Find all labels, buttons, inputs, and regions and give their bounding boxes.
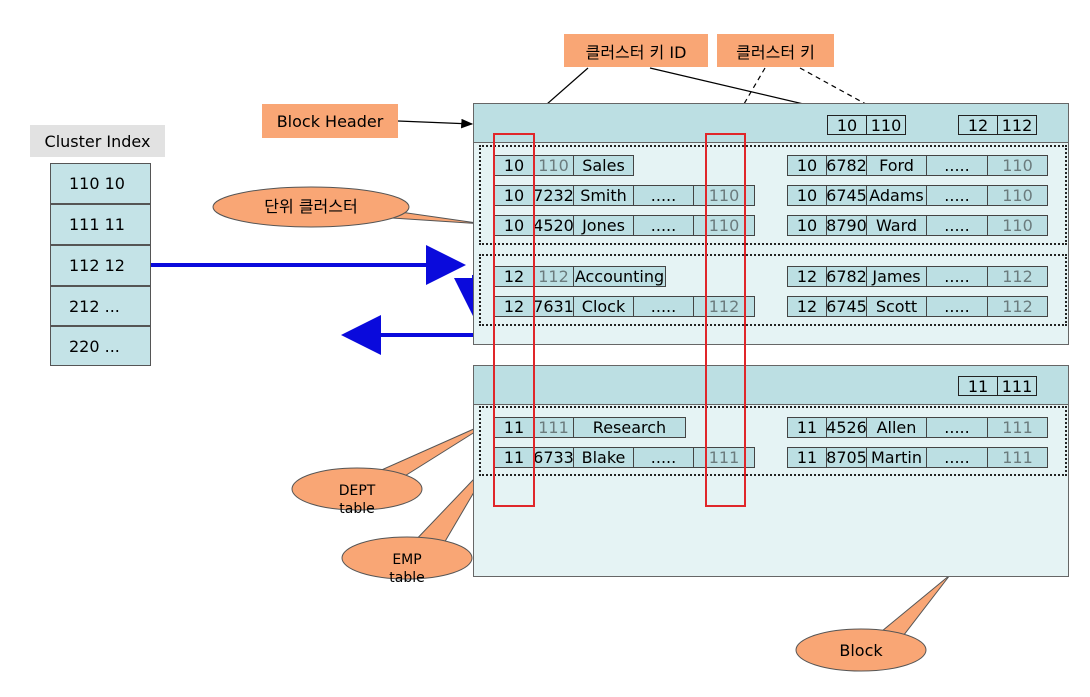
key-arrow-left xyxy=(726,67,766,135)
dept-deptno: 11 xyxy=(494,417,534,438)
cluster-index-row: 212 ... xyxy=(50,286,151,326)
emp-etc: ..... xyxy=(633,185,694,206)
cluster-index-row: 110 10 xyxy=(50,163,151,204)
cluster-key-text: 클러스터 키 xyxy=(736,42,815,62)
cluster-key-column-highlight xyxy=(705,133,746,507)
emp-ellipse xyxy=(341,536,473,580)
emp-etc: ..... xyxy=(926,266,988,287)
dept-ellipse xyxy=(291,467,423,511)
emp-cluster-key: 112 xyxy=(987,266,1048,287)
emp-ename: Allen xyxy=(866,417,927,438)
emp-etc: ..... xyxy=(633,215,694,236)
dept-dname: Research xyxy=(573,417,686,438)
emp-empno: 6782 xyxy=(826,266,867,287)
cluster-key-callout: 클러스터 키 xyxy=(717,34,834,67)
dept-id: 110 xyxy=(533,155,574,176)
dept-table-label: DEPT table xyxy=(292,480,422,520)
emp-etc: ..... xyxy=(926,417,988,438)
block-header-text: Block Header xyxy=(276,111,384,131)
emp-ename: Scott xyxy=(866,296,927,317)
emp-ename: Ward xyxy=(866,215,927,236)
emp-etc: ..... xyxy=(633,296,694,317)
cluster-key-id-text: 클러스터 키 ID xyxy=(585,42,687,62)
emp-ename: Ford xyxy=(866,155,927,176)
cluster-index-title: Cluster Index xyxy=(30,125,165,157)
dept-id: 111 xyxy=(533,417,574,438)
emp-cluster-key: 112 xyxy=(987,296,1048,317)
cluster-key-id-column-highlight xyxy=(493,133,535,507)
block2-header-key: 11 xyxy=(958,376,998,396)
block1-header-id: 110 xyxy=(866,115,906,135)
emp-cluster-key: 110 xyxy=(987,155,1048,176)
emp-cluster-key: 110 xyxy=(987,185,1048,206)
dept-dname: Sales xyxy=(573,155,634,176)
emp-ename: James xyxy=(866,266,927,287)
emp-ename: Martin xyxy=(866,447,927,468)
emp-ename: Blake xyxy=(573,447,634,468)
emp-cluster-key: 110 xyxy=(693,185,755,206)
emp-empno: 4520 xyxy=(533,215,574,236)
emp-etc: ..... xyxy=(926,215,988,236)
dept-id: 112 xyxy=(533,266,574,287)
key-arrow-right xyxy=(799,67,886,115)
emp-ename: Smith xyxy=(573,185,634,206)
emp-empno: 4526 xyxy=(826,417,867,438)
dept-label-line1: DEPT xyxy=(338,483,376,499)
emp-cluster-key: 111 xyxy=(693,447,755,468)
block-header-callout: Block Header xyxy=(262,104,398,138)
unit-cluster-a xyxy=(479,145,1067,245)
block1-header-key: 10 xyxy=(827,115,867,135)
emp-ename: Jones xyxy=(573,215,634,236)
emp-empno: 8790 xyxy=(826,215,867,236)
emp-deptno: 11 xyxy=(787,447,827,468)
block2-header-id: 111 xyxy=(997,376,1037,396)
cluster-index-row: 112 12 xyxy=(50,245,151,286)
emp-deptno: 10 xyxy=(494,215,534,236)
emp-cluster-key: 110 xyxy=(693,215,755,236)
dept-dname: Accounting xyxy=(573,266,666,287)
emp-etc: ..... xyxy=(926,296,988,317)
emp-empno: 7631 xyxy=(533,296,574,317)
emp-table-label: EMP table xyxy=(342,549,472,589)
emp-etc: ..... xyxy=(926,155,988,176)
emp-ename: Adams xyxy=(866,185,927,206)
emp-etc: ..... xyxy=(926,185,988,206)
emp-label-line2: table xyxy=(389,570,425,586)
emp-cluster-key: 112 xyxy=(693,296,755,317)
cluster-index-row: 111 11 xyxy=(50,204,151,245)
emp-label-line1: EMP xyxy=(392,552,422,568)
dept-label-line2: table xyxy=(339,501,375,517)
block1-header-id: 112 xyxy=(997,115,1037,135)
emp-empno: 6745 xyxy=(826,296,867,317)
emp-empno: 7232 xyxy=(533,185,574,206)
emp-deptno: 10 xyxy=(787,215,827,236)
emp-deptno: 10 xyxy=(787,185,827,206)
block1-header-key: 12 xyxy=(958,115,998,135)
emp-cluster-key: 110 xyxy=(987,215,1048,236)
emp-empno: 6745 xyxy=(826,185,867,206)
block-ellipse xyxy=(795,628,927,672)
emp-deptno: 12 xyxy=(787,266,827,287)
unit-cluster-label: 단위 클러스터 xyxy=(264,197,358,216)
emp-deptno: 12 xyxy=(787,296,827,317)
emp-deptno: 11 xyxy=(787,417,827,438)
emp-cluster-key: 111 xyxy=(987,447,1048,468)
emp-empno: 6733 xyxy=(533,447,574,468)
block-header-arrow xyxy=(397,118,474,129)
emp-etc: ..... xyxy=(633,447,694,468)
cluster-index-row: 220 ... xyxy=(50,326,151,366)
emp-cluster-key: 111 xyxy=(987,417,1048,438)
emp-empno: 8705 xyxy=(826,447,867,468)
unit-cluster-c xyxy=(479,406,1067,476)
unit-cluster-ellipse xyxy=(212,186,410,228)
cluster-key-id-callout: 클러스터 키 ID xyxy=(564,34,708,67)
block-label: Block xyxy=(839,641,883,660)
unit-cluster-b xyxy=(479,254,1067,326)
emp-empno: 6782 xyxy=(826,155,867,176)
emp-ename: Clock xyxy=(573,296,634,317)
emp-etc: ..... xyxy=(926,447,988,468)
emp-deptno: 10 xyxy=(787,155,827,176)
